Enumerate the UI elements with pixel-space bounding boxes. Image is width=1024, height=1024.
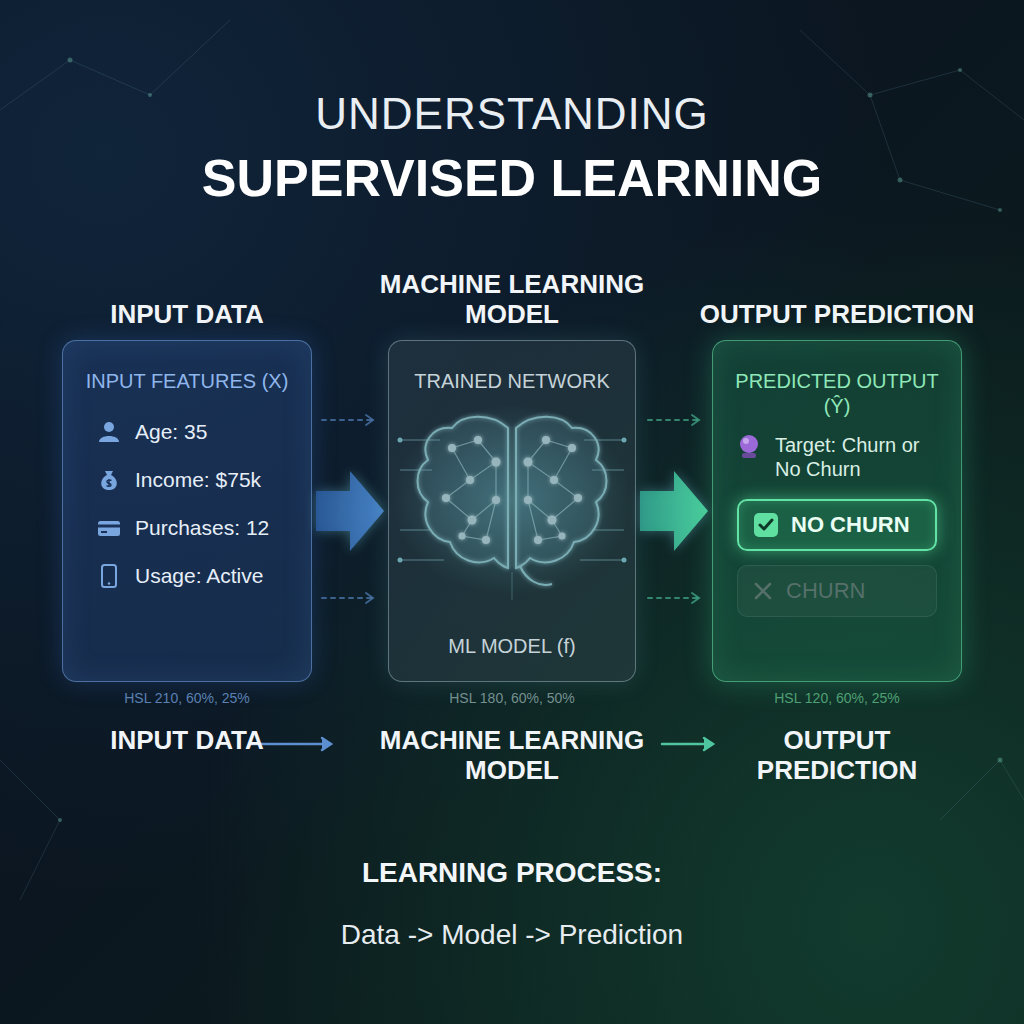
panel-heading: TRAINED NETWORK <box>414 369 610 394</box>
feature-text: Age: 35 <box>135 419 207 444</box>
money-bag-icon <box>97 468 121 492</box>
panel-footer: ML MODEL (f) <box>448 634 575 659</box>
color-note: HSL 180, 60%, 50% <box>382 690 642 707</box>
option-text: NO CHURN <box>791 512 910 537</box>
column-heading: MACHINE LEARNING MODEL <box>342 246 682 330</box>
stage-label: MACHINE LEARNING MODEL <box>362 726 662 786</box>
caption: LEARNING PROCESS: <box>212 856 812 890</box>
person-icon <box>97 420 121 444</box>
crystal-ball-icon <box>737 433 761 459</box>
feature-text: Usage: Active <box>135 563 263 588</box>
inactive-option: CHURN <box>737 565 937 617</box>
output-panel: PREDICTED OUTPUT (Ŷ) Target: Churn or No … <box>712 340 962 682</box>
diagram-title: UNDERSTANDING SUPERVISED LEARNING <box>192 78 832 211</box>
selected-option: NO CHURN <box>737 499 937 551</box>
phone-icon <box>97 564 121 588</box>
panel-heading: INPUT FEATURES (X) <box>77 369 297 394</box>
color-note: HSL 120, 60%, 25% <box>707 690 967 707</box>
feature-text: Target: Churn or No Churn <box>775 433 947 481</box>
cross-icon <box>752 580 774 602</box>
card-icon <box>97 516 121 540</box>
flow-arrow <box>316 471 384 551</box>
panel-heading: PREDICTED OUTPUT (Ŷ) <box>727 369 947 419</box>
column-heading: OUTPUT PREDICTION <box>667 246 1007 330</box>
color-note: HSL 210, 60%, 25% <box>57 690 317 707</box>
flow-arrow <box>640 471 708 551</box>
output-column: OUTPUT PREDICTIONPREDICTED OUTPUT (Ŷ)Tar… <box>712 246 962 682</box>
feature-row: Age: 35 <box>77 408 297 456</box>
column-heading: INPUT DATA <box>17 246 357 330</box>
model-column: MACHINE LEARNING MODELTRAINED NETWORKML … <box>388 246 636 682</box>
feature-text: Income: $75k <box>135 467 261 492</box>
feature-row: Purchases: 12 <box>77 504 297 552</box>
feature-row: Target: Churn or No Churn <box>727 433 947 481</box>
model-panel: TRAINED NETWORK ML MODEL (f) <box>388 340 636 682</box>
stage-label: OUTPUT PREDICTION <box>727 726 947 786</box>
input-panel: INPUT FEATURES (X) Age: 35 Income: $75kPur… <box>62 340 312 682</box>
feature-row: Income: $75k <box>77 456 297 504</box>
check-icon <box>753 512 779 538</box>
option-text: CHURN <box>786 578 865 603</box>
feature-text: Purchases: 12 <box>135 515 269 540</box>
spacer <box>77 394 297 408</box>
stage-label: INPUT DATA <box>102 726 272 756</box>
process-summary: Data -> Model -> Prediction <box>212 918 812 952</box>
feature-row: Usage: Active <box>77 552 297 600</box>
input-column: INPUT DATAINPUT FEATURES (X)Age: 35Incom… <box>62 246 312 682</box>
